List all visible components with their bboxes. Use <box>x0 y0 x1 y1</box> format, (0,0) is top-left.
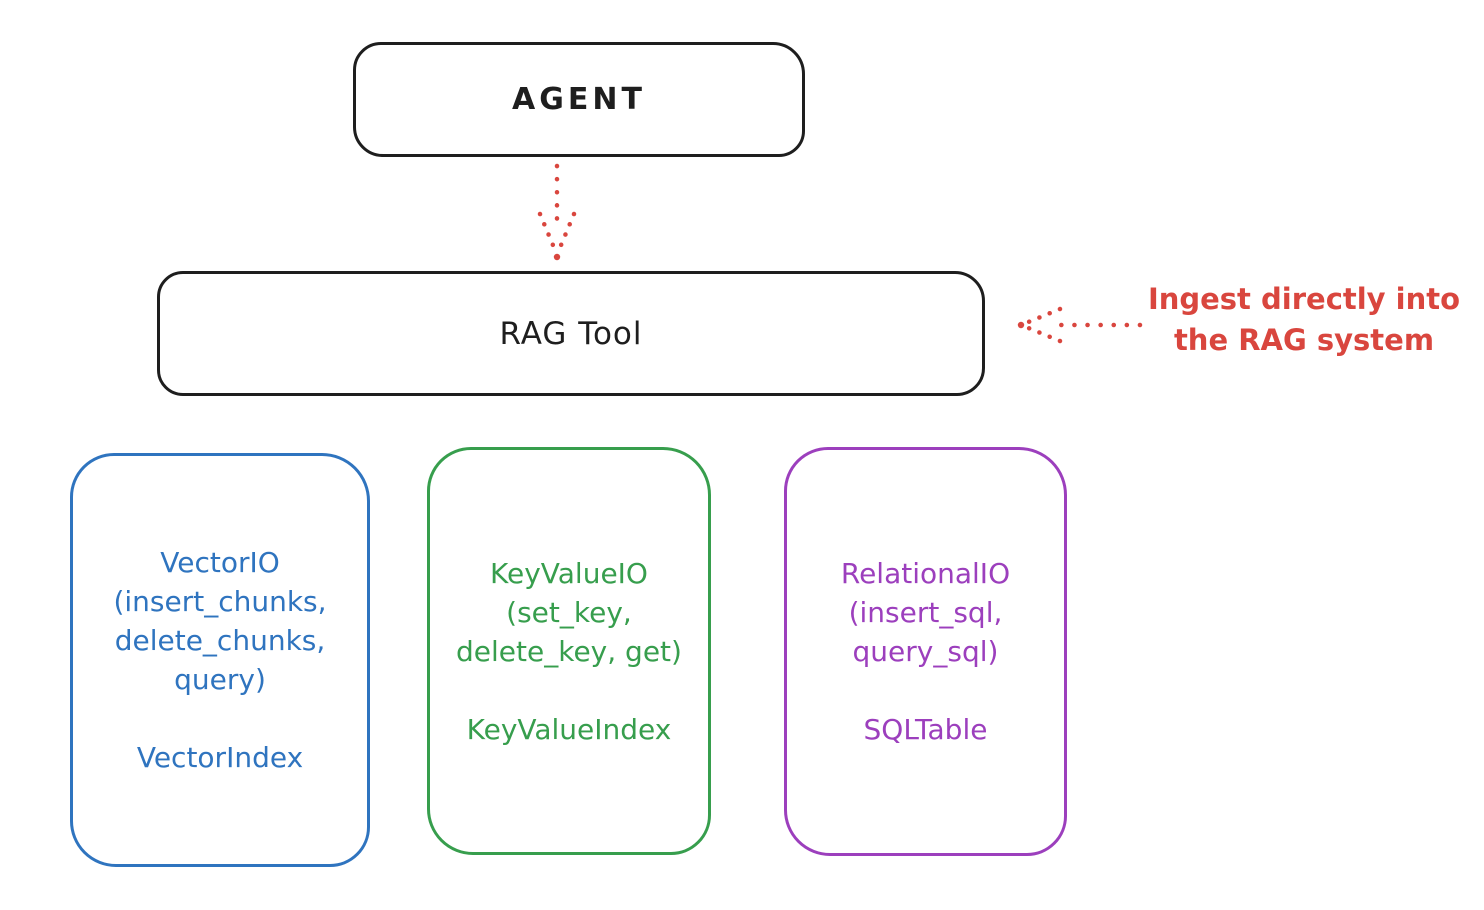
ingest-annotation: Ingest directly into the RAG system <box>1128 279 1480 361</box>
vector-io-methods-line: query) <box>174 663 266 696</box>
vector-io-title: VectorIO <box>160 546 280 579</box>
spacer <box>456 671 682 710</box>
ingest-annotation-line: Ingest directly into <box>1147 282 1461 316</box>
ingest-annotation-line: the RAG system <box>1173 323 1435 357</box>
rag-tool-label: RAG Tool <box>499 315 643 352</box>
ingest-arrow <box>1017 306 1143 344</box>
arrowhead-left-arm <box>537 211 558 253</box>
vector-io-node: VectorIO (insert_chunks, delete_chunks, … <box>70 453 370 867</box>
relational-io-node: RelationalIO (insert_sql, query_sql) SQL… <box>784 447 1067 856</box>
rag-tool-node: RAG Tool <box>157 271 985 396</box>
arrowhead-tip <box>553 253 561 261</box>
arrowhead-bottom-arm <box>1023 324 1063 344</box>
vector-io-methods-line: delete_chunks, <box>114 624 326 657</box>
relational-io-text: RelationalIO (insert_sql, query_sql) SQL… <box>841 554 1010 749</box>
agent-label: AGENT <box>512 82 646 117</box>
agent-to-rag-arrow <box>537 163 577 261</box>
agent-node: AGENT <box>353 42 805 157</box>
key-value-io-text: KeyValueIO (set_key, delete_key, get) Ke… <box>456 554 682 749</box>
arrowhead-top-arm <box>1023 306 1063 326</box>
key-value-index-label: KeyValueIndex <box>466 712 672 746</box>
arrowhead-tip <box>1017 321 1025 329</box>
vector-io-text: VectorIO (insert_chunks, delete_chunks, … <box>113 543 326 777</box>
spacer <box>113 699 326 738</box>
vector-io-methods-line: (insert_chunks, <box>113 585 327 618</box>
relational-io-title: RelationalIO <box>840 557 1011 590</box>
arrowhead-right-arm <box>556 211 577 253</box>
key-value-io-title: KeyValueIO <box>490 556 648 590</box>
key-value-io-methods-line: delete_key, get) <box>456 634 682 668</box>
relational-io-methods-line: (insert_sql, <box>848 596 1003 629</box>
key-value-io-methods-line: (set_key, <box>506 595 632 629</box>
sql-table-label: SQLTable <box>863 713 988 746</box>
key-value-io-node: KeyValueIO (set_key, delete_key, get) Ke… <box>427 447 711 855</box>
spacer <box>841 671 1010 710</box>
vector-index-label: VectorIndex <box>136 741 304 774</box>
relational-io-methods-line: query_sql) <box>852 635 999 668</box>
